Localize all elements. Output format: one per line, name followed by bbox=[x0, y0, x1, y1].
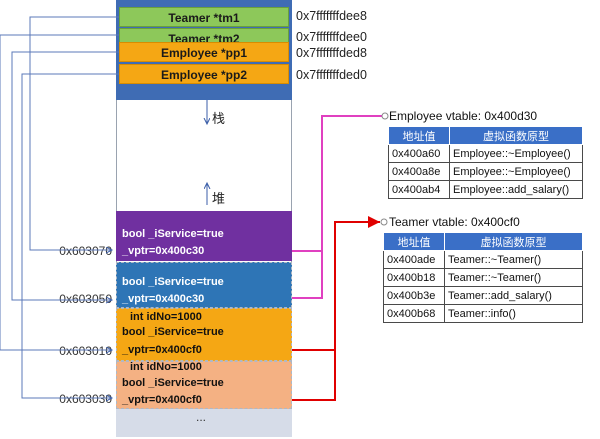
heap-object-2 bbox=[116, 262, 292, 308]
heap-object-3 bbox=[116, 308, 292, 361]
table-cell: Teamer::~Teamer() bbox=[444, 268, 583, 287]
table-row: 0x400b18 Teamer::~Teamer() bbox=[383, 268, 583, 287]
heap-object-4 bbox=[116, 361, 292, 409]
table-row: 0x400b3e Teamer::add_salary() bbox=[383, 286, 583, 305]
addr-pp2: 0x7fffffffded0 bbox=[296, 68, 367, 82]
teamer-vptr-link-1 bbox=[292, 216, 380, 351]
employee-vtable-header-proto: 虚拟函数原型 bbox=[449, 126, 583, 145]
teamer-vtable-header-addr: 地址值 bbox=[383, 232, 445, 251]
addr-pp1: 0x7fffffffded8 bbox=[296, 46, 367, 60]
table-cell: Employee::add_salary() bbox=[449, 180, 583, 199]
table-cell: 0x400b18 bbox=[383, 268, 445, 287]
employee-vtable-header-addr: 地址值 bbox=[388, 126, 450, 145]
addr-obj1: 0x603070 bbox=[59, 244, 112, 258]
pp2-link bbox=[21, 73, 119, 398]
heap-ellipsis: ... bbox=[196, 410, 207, 424]
obj4-iservice: bool _iService=true bbox=[122, 377, 224, 389]
table-cell: Teamer::add_salary() bbox=[444, 286, 583, 305]
table-cell: 0x400a60 bbox=[388, 144, 450, 163]
employee-vptr-link-2 bbox=[292, 251, 323, 299]
heap-free-region bbox=[116, 409, 292, 437]
obj1-vptr: _vptr=0x400c30 bbox=[122, 245, 205, 257]
addr-obj2: 0x603050 bbox=[59, 292, 112, 306]
table-row: 0x400ab4 Employee::add_salary() bbox=[388, 180, 583, 199]
table-row: 0x400a8e Employee::~Employee() bbox=[388, 162, 583, 181]
table-row: 0x400a60 Employee::~Employee() bbox=[388, 144, 583, 163]
table-cell: Employee::~Employee() bbox=[449, 144, 583, 163]
obj3-idno: int idNo=1000 bbox=[130, 311, 202, 323]
addr-tm1: 0x7fffffffdee8 bbox=[296, 9, 367, 23]
heap-label: 堆 bbox=[212, 191, 226, 206]
table-cell: 0x400b3e bbox=[383, 286, 445, 305]
teamer-vtable-header-proto: 虚拟函数原型 bbox=[444, 232, 583, 251]
tm2-link bbox=[0, 34, 119, 350]
obj2-vptr: _vptr=0x400c30 bbox=[122, 293, 205, 305]
table-cell: 0x400ab4 bbox=[388, 180, 450, 199]
obj2-iservice: bool _iService=true bbox=[122, 276, 224, 288]
teamer-vtable: 地址值 虚拟函数原型 0x400ade Teamer::~Teamer() 0x… bbox=[383, 232, 583, 323]
table-row: 0x400ade Teamer::~Teamer() bbox=[383, 250, 583, 269]
obj4-idno: int idNo=1000 bbox=[130, 361, 202, 373]
obj1-iservice: bool _iService=true bbox=[122, 228, 224, 240]
employee-vtable-title: Employee vtable: 0x400d30 bbox=[389, 109, 538, 123]
pointer-pp1: Employee *pp1 bbox=[119, 42, 289, 62]
heap-object-1 bbox=[116, 211, 292, 261]
employee-vptr-link-1 bbox=[292, 115, 382, 252]
teamer-vtable-title: Teamer vtable: 0x400cf0 bbox=[389, 215, 520, 229]
addr-obj4: 0x603030 bbox=[59, 392, 112, 406]
employee-vtable: 地址值 虚拟函数原型 0x400a60 Employee::~Employee(… bbox=[388, 126, 583, 199]
addr-tm2: 0x7fffffffdee0 bbox=[296, 30, 367, 44]
table-cell: 0x400a8e bbox=[388, 162, 450, 181]
pointer-tm1: Teamer *tm1 bbox=[119, 7, 289, 27]
stack-label: 栈 bbox=[212, 111, 226, 126]
teamer-vptr-link-2 bbox=[292, 350, 336, 401]
table-cell: 0x400ade bbox=[383, 250, 445, 269]
addr-obj3: 0x603010 bbox=[59, 344, 112, 358]
table-cell: Teamer::~Teamer() bbox=[444, 250, 583, 269]
table-cell: 0x400b68 bbox=[383, 304, 445, 323]
table-row: 0x400b68 Teamer::info() bbox=[383, 304, 583, 323]
obj3-iservice: bool _iService=true bbox=[122, 326, 224, 338]
pointer-pp2: Employee *pp2 bbox=[119, 64, 289, 84]
obj3-vptr: _vptr=0x400cf0 bbox=[122, 344, 202, 356]
tm1-link bbox=[29, 16, 119, 250]
obj4-vptr: _vptr=0x400cf0 bbox=[122, 394, 202, 406]
table-cell: Employee::~Employee() bbox=[449, 162, 583, 181]
pp1-link bbox=[11, 51, 119, 300]
table-cell: Teamer::info() bbox=[444, 304, 583, 323]
